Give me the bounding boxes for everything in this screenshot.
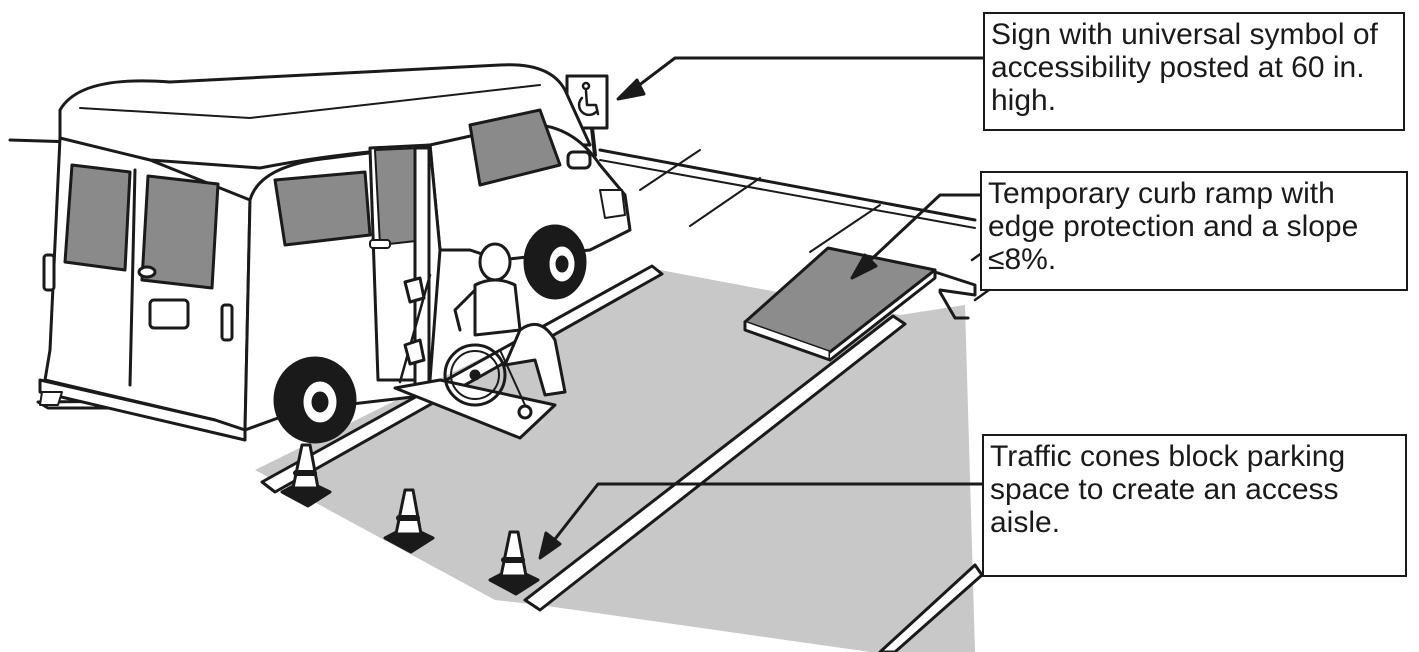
wheelchair-lift	[393, 146, 557, 440]
traffic-cone	[488, 530, 540, 596]
accessibility-sign	[565, 74, 609, 157]
access-aisle	[255, 270, 975, 652]
traffic-cone	[280, 443, 332, 508]
curb-ramp	[743, 246, 977, 362]
traffic-cone	[383, 488, 435, 554]
front-wheel	[523, 224, 587, 300]
callout-curb-ramp: Temporary curb ramp with edge protection…	[980, 171, 1408, 291]
callout-traffic-cones: Traffic cones block parking space to cre…	[982, 434, 1407, 577]
callout-sign: Sign with universal symbol of accessibil…	[983, 12, 1405, 131]
leader-arrows	[538, 56, 985, 560]
rear-wheel	[273, 356, 357, 444]
accessibility-icon	[577, 81, 600, 117]
wheelchair-user	[443, 242, 567, 420]
